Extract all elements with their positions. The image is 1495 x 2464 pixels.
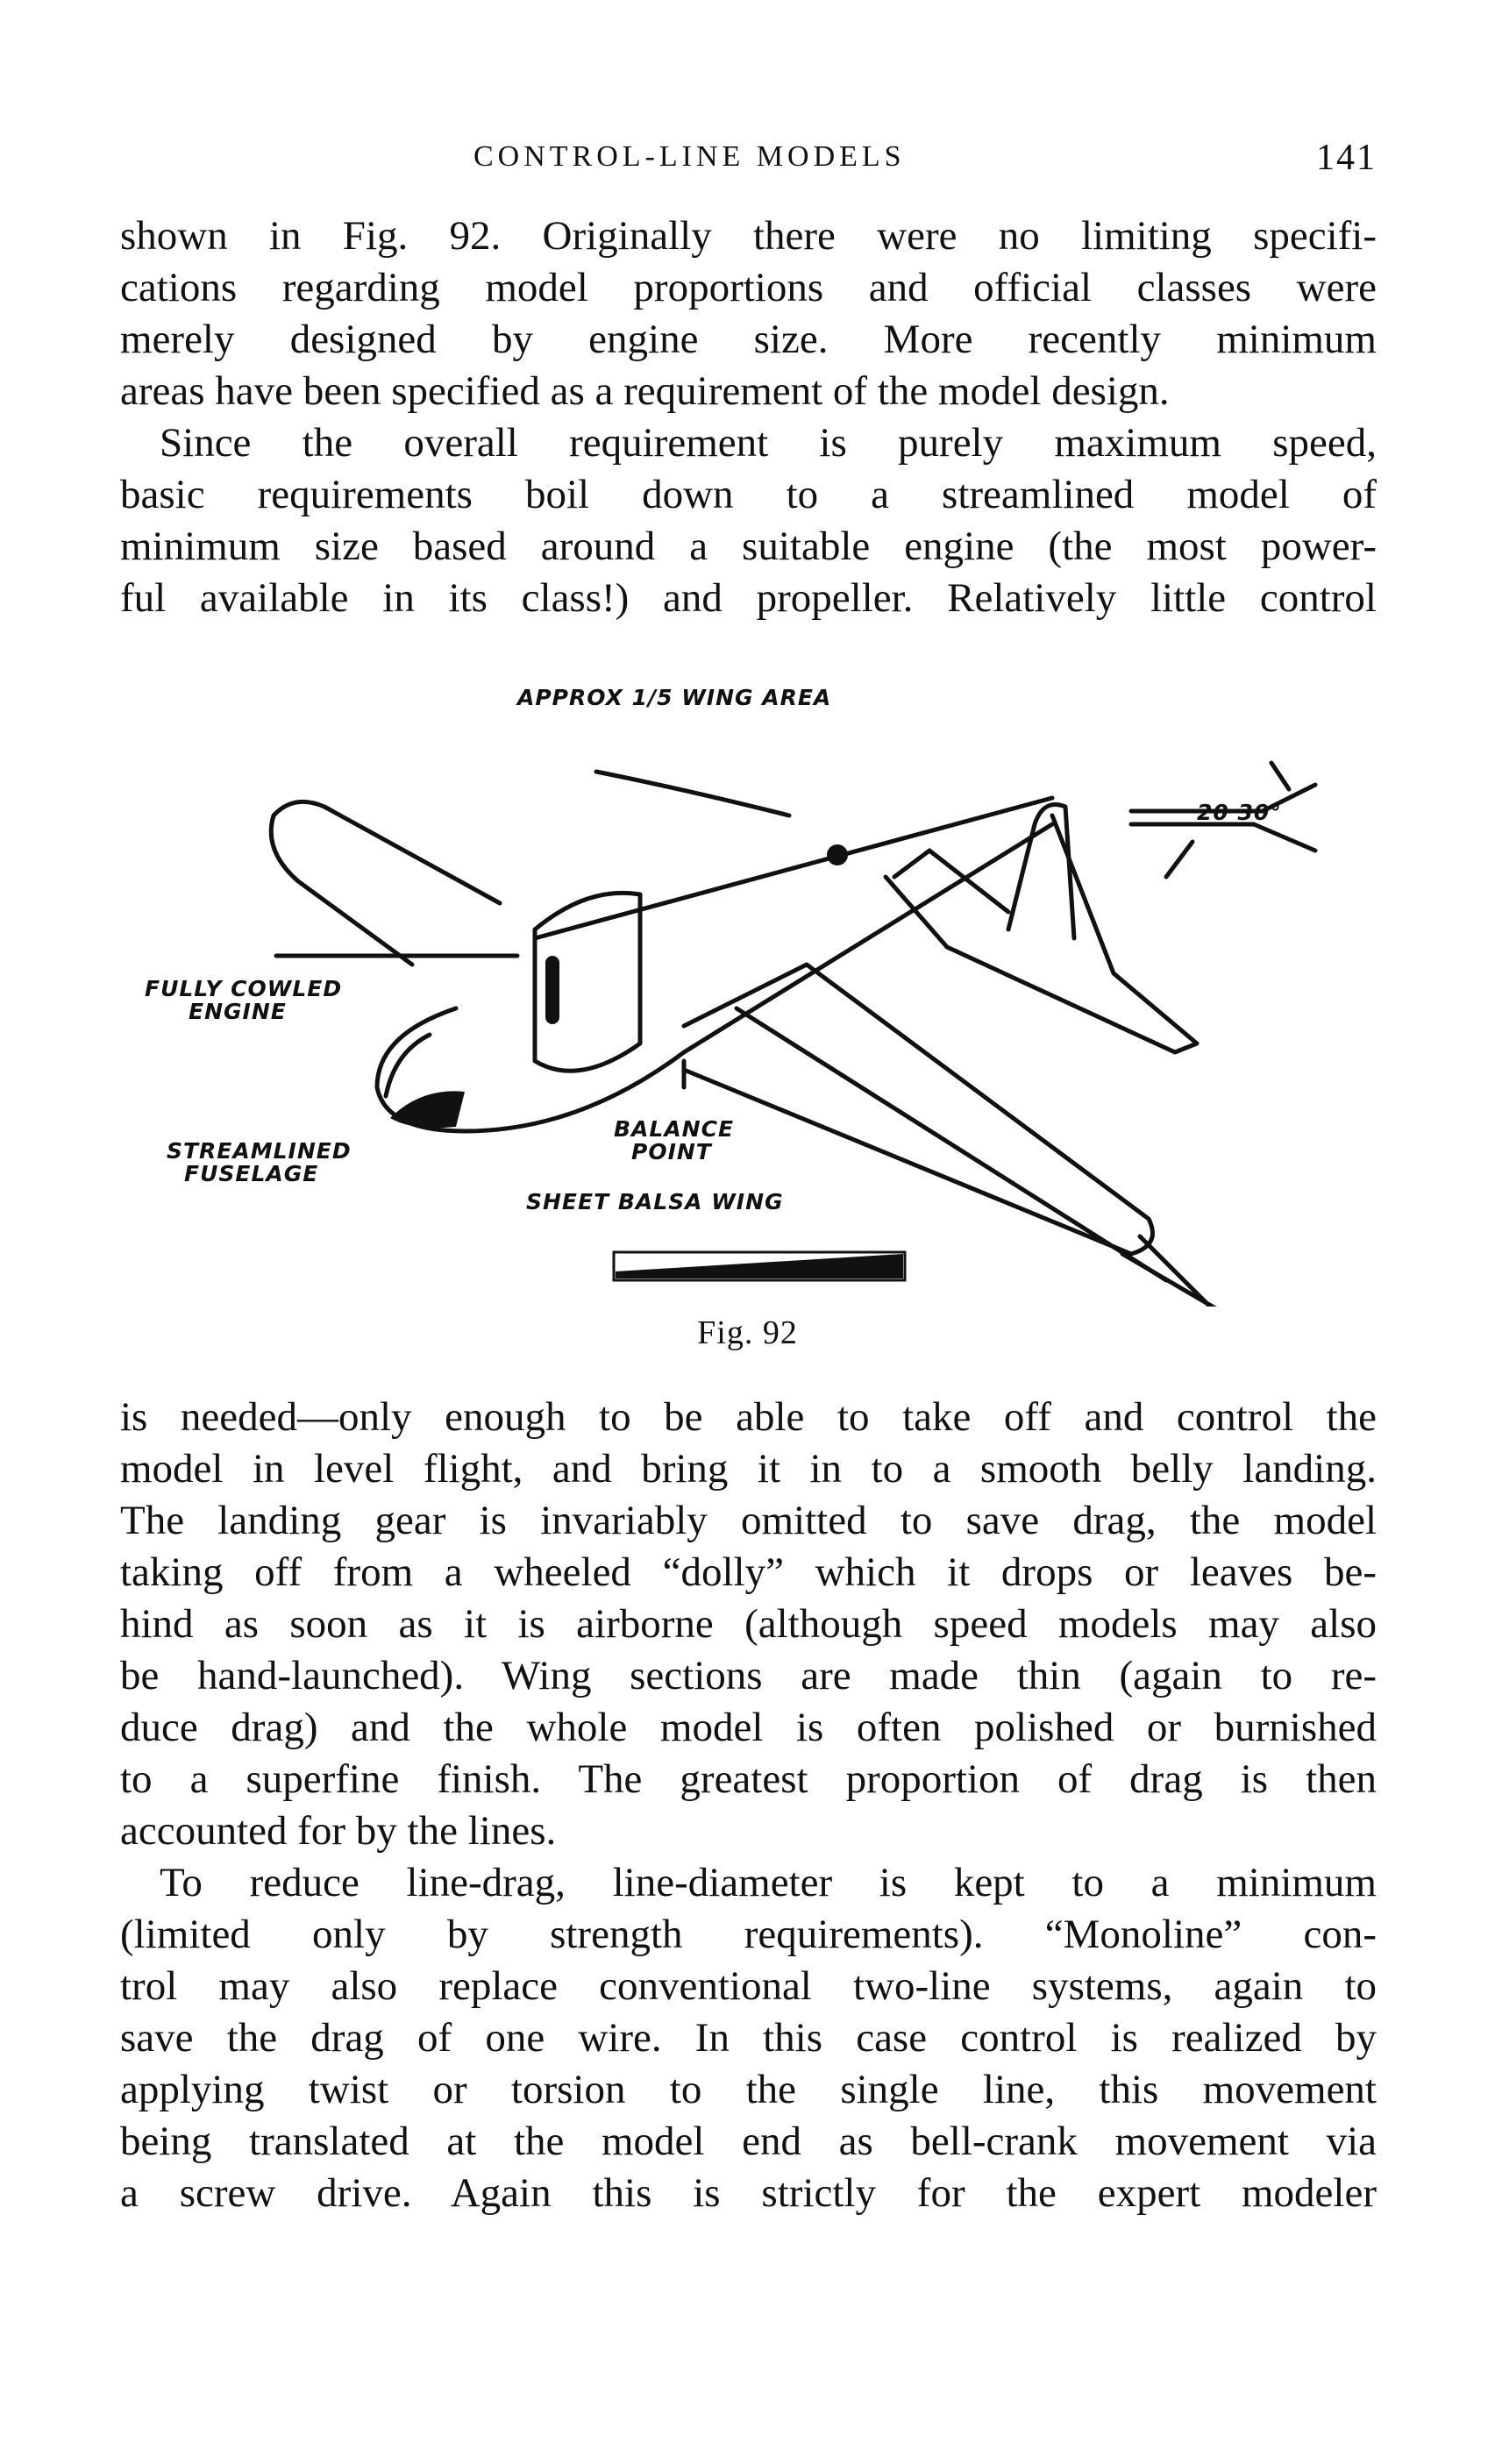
text-line: basic requirements boil down to a stream… — [120, 472, 1377, 517]
label-wing: SHEET BALSA WING — [526, 1189, 784, 1214]
text-block-bottom: is needed—only enough to be able to take… — [120, 1392, 1377, 2219]
control-line — [1120, 1251, 1217, 1307]
wing-line — [734, 1006, 1169, 1283]
leader-tail-area — [594, 769, 792, 818]
text-line: areas have been specified as a requireme… — [120, 368, 1170, 414]
text-line: applying twist or torsion to the single … — [120, 2067, 1377, 2112]
text-line: shown in Fig. 92. Originally there were … — [120, 213, 1377, 259]
label-engine-line1: FULLY COWLED — [145, 976, 343, 1001]
angle-mark — [1269, 760, 1292, 792]
text-line: The landing gear is invariably omitted t… — [120, 1498, 1377, 1543]
label-fuselage-line2: FUSELAGE — [184, 1161, 319, 1186]
speed-model-illustration — [268, 760, 1318, 1307]
text-line: hind as soon as it is airborne (although… — [120, 1601, 1377, 1647]
far-wing — [268, 799, 502, 967]
cowl-exhaust — [545, 956, 559, 1024]
text-block-top: shown in Fig. 92. Originally there were … — [120, 210, 1377, 624]
label-balance-line2: POINT — [631, 1139, 712, 1164]
label-tail-area: APPROX 1/5 WING AREA — [517, 685, 832, 710]
text-line: save the drag of one wire. In this case … — [120, 2015, 1377, 2061]
canopy-shading — [390, 1091, 465, 1129]
text-line: (limited only by strength requirements).… — [120, 1912, 1377, 1957]
text-line: taking off from a wheeled “dolly” which … — [120, 1549, 1377, 1595]
text-line: cations regarding model proportions and … — [120, 265, 1377, 310]
text-line: a screw drive. Again this is strictly fo… — [120, 2170, 1377, 2216]
label-balance-line1: BALANCE — [614, 1116, 735, 1142]
text-line: merely designed by engine size. More rec… — [120, 317, 1377, 362]
label-engine-line2: ENGINE — [189, 999, 287, 1024]
angle-line-top — [1128, 782, 1318, 814]
nose-window — [383, 1032, 432, 1099]
wing-section — [616, 1254, 903, 1278]
text-line: minimum size based around a suitable eng… — [120, 523, 1377, 569]
text-line: ful available in its class!) and propell… — [120, 575, 1377, 621]
text-line: is needed—only enough to be able to take… — [120, 1394, 1377, 1440]
label-angle: 20 30° — [1197, 800, 1282, 825]
text-line: duce drag) and the whole model is often … — [120, 1705, 1377, 1750]
label-fuselage-line1: STREAMLINED — [167, 1138, 352, 1164]
page-header: CONTROL-LINE MODELS 141 — [114, 138, 1377, 178]
text-line: trol may also replace conventional two-l… — [120, 1963, 1377, 2009]
angle-leader — [1164, 839, 1195, 879]
text-line: to a superfine finish. The greatest prop… — [120, 1756, 1377, 1802]
figure-caption: Fig. 92 — [697, 1314, 798, 1351]
text-line: Since the overall requirement is purely … — [160, 420, 1377, 466]
tail-balance-dot — [827, 844, 848, 865]
stabilizer-tip — [892, 848, 1011, 915]
near-wing — [681, 962, 1155, 1257]
fuselage-bottom — [462, 822, 1055, 1134]
angle-line-bottom — [1128, 822, 1318, 853]
figure-92: APPROX 1/5 WING AREA FULLY COWLED ENGINE… — [123, 675, 1385, 1307]
tail-fin — [1006, 802, 1077, 941]
fuselage-top — [532, 795, 1055, 941]
wing-section-outline — [612, 1250, 907, 1282]
text-line: accounted for by the lines. — [120, 1808, 557, 1854]
tailplane — [883, 813, 1200, 1055]
text-line: be hand-launched). Wing sections are mad… — [120, 1653, 1377, 1698]
running-head: CONTROL-LINE MODELS — [473, 140, 906, 173]
engine-cowl — [532, 890, 643, 1073]
page-number: 141 — [1316, 138, 1377, 178]
text-line: model in level flight, and bring it in t… — [120, 1446, 1377, 1492]
text-line: being translated at the model end as bel… — [120, 2119, 1377, 2164]
control-line — [1137, 1234, 1213, 1307]
text-line: To reduce line-drag, line-diameter is ke… — [160, 1860, 1377, 1905]
